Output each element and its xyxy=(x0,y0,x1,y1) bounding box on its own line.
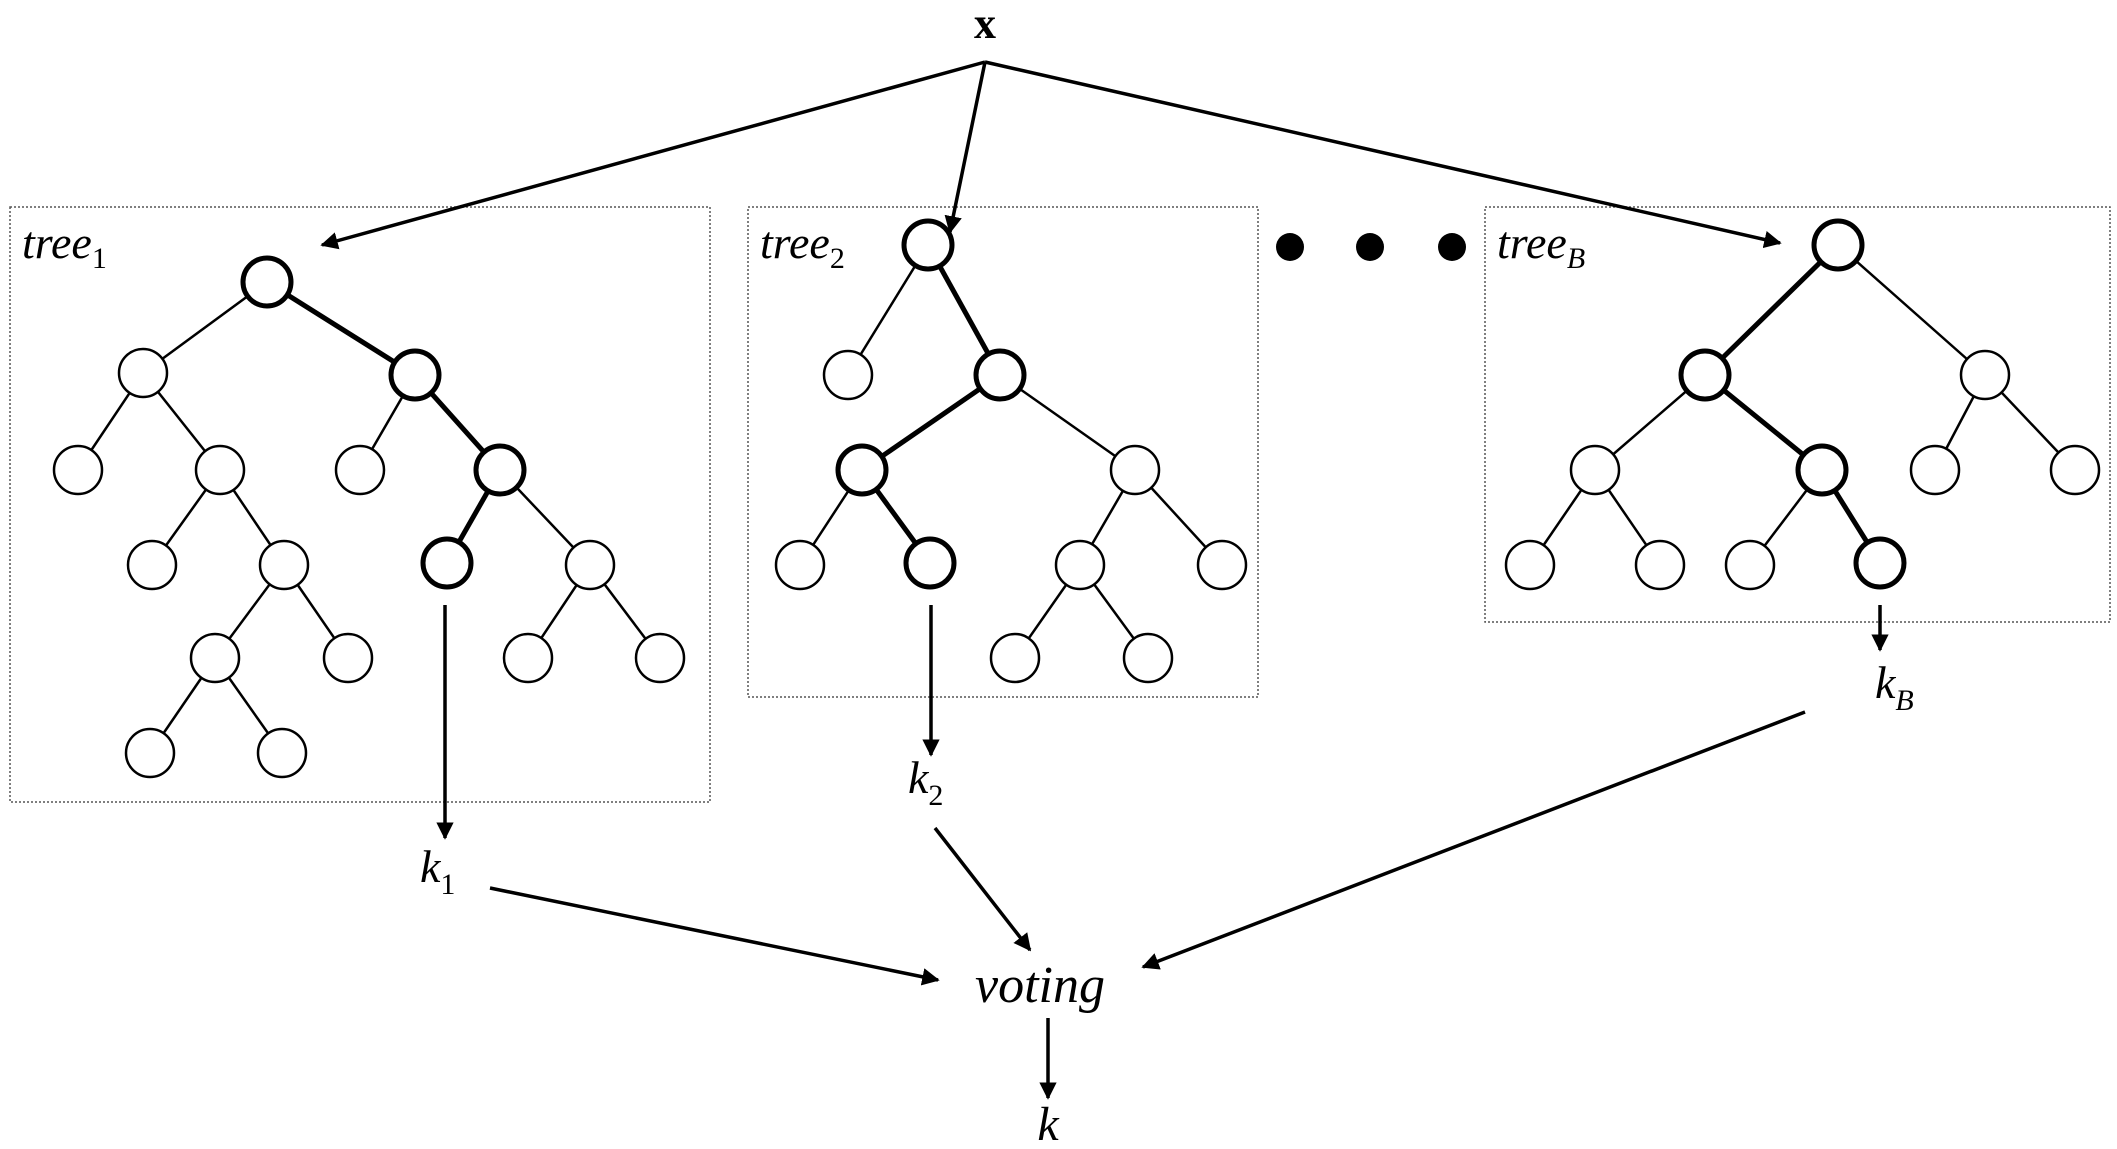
arrow-kB-to-voting xyxy=(1141,710,1806,970)
tree-node xyxy=(117,347,169,399)
tree2 xyxy=(774,218,1248,684)
final-output-label: k xyxy=(1037,1098,1060,1149)
tree-node xyxy=(903,536,957,590)
arrow-k1-to-voting xyxy=(489,886,940,986)
tree-node xyxy=(52,444,104,496)
tree-node xyxy=(1678,348,1732,402)
tree-node xyxy=(973,348,1027,402)
ellipsis-dot xyxy=(1356,233,1384,261)
tree-node xyxy=(989,632,1041,684)
tree1-box xyxy=(9,206,711,803)
tree-node xyxy=(564,539,616,591)
tree-node xyxy=(901,218,955,272)
tree-node xyxy=(1054,539,1106,591)
k1-label: k1 xyxy=(420,841,455,901)
tree-node xyxy=(1569,444,1621,496)
tree-node xyxy=(822,349,874,401)
ellipsis-dot xyxy=(1276,233,1304,261)
tree-node xyxy=(322,632,374,684)
tree-node xyxy=(473,443,527,497)
treeB xyxy=(1504,218,2101,591)
tree-node xyxy=(1811,218,1865,272)
tree-node xyxy=(1109,444,1161,496)
tree-node xyxy=(256,727,308,779)
tree-node xyxy=(334,444,386,496)
tree-node xyxy=(194,444,246,496)
tree-node xyxy=(1634,539,1686,591)
treeB-label: treeB xyxy=(1497,217,1585,275)
treeB-box xyxy=(1484,206,2111,623)
tree-node xyxy=(1724,539,1776,591)
tree2-box xyxy=(747,206,1259,698)
ellipsis-dots xyxy=(1276,233,1466,261)
tree-node xyxy=(1122,632,1174,684)
arrow-x-to-tree2 xyxy=(944,61,987,234)
tree-node xyxy=(1959,349,2011,401)
arrow-x-to-tree1 xyxy=(320,60,986,250)
voting-label: voting xyxy=(975,957,1105,1014)
ellipsis-dot xyxy=(1438,233,1466,261)
tree-node xyxy=(502,632,554,684)
tree-node xyxy=(1853,536,1907,590)
tree-node xyxy=(774,539,826,591)
tree-node xyxy=(1196,539,1248,591)
tree-node xyxy=(634,632,686,684)
kB-label: kB xyxy=(1875,657,1914,717)
k2-label: k2 xyxy=(908,752,943,812)
input-arrows xyxy=(320,60,1782,250)
tree-node xyxy=(240,255,294,309)
tree-node xyxy=(126,539,178,591)
arrow-k2-to-voting xyxy=(933,826,1032,952)
tree-node xyxy=(420,536,474,590)
tree-node xyxy=(1909,444,1961,496)
tree-node xyxy=(835,443,889,497)
tree1-label: tree1 xyxy=(22,217,107,275)
input-label: x xyxy=(974,0,996,48)
tree-node xyxy=(2049,444,2101,496)
tree-node xyxy=(189,632,241,684)
tree1 xyxy=(52,255,686,779)
tree-node xyxy=(1504,539,1556,591)
tree-node xyxy=(388,348,442,402)
arrow-x-to-treeB xyxy=(984,60,1782,249)
tree-node xyxy=(124,727,176,779)
tree-node xyxy=(258,539,310,591)
tree2-label: tree2 xyxy=(760,217,845,275)
tree-node xyxy=(1795,443,1849,497)
